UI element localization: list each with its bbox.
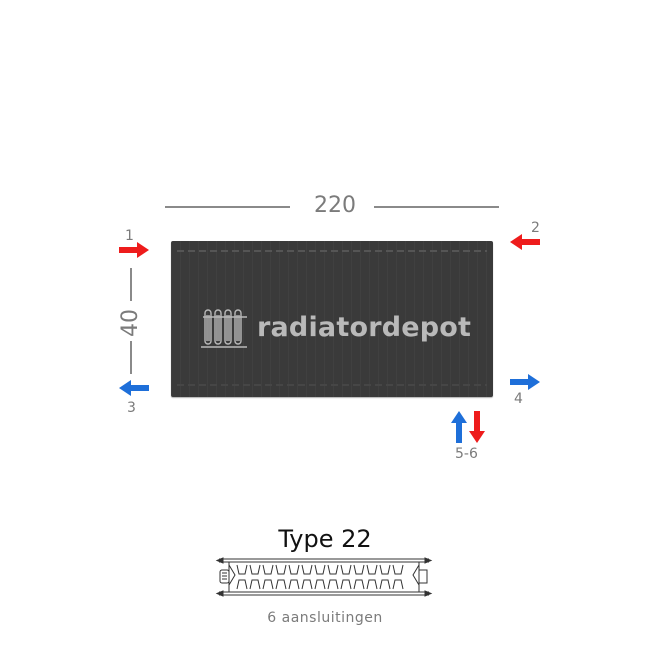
connection-4-label: 4 [514, 391, 523, 407]
radiator-top-seam [177, 250, 487, 252]
width-dimension-line-left [165, 206, 290, 208]
width-dimension-label: 220 [314, 193, 356, 218]
arrow-left-icon [119, 380, 149, 396]
connection-3-label: 3 [127, 400, 136, 416]
arrow-up-icon [451, 411, 467, 443]
height-dimension-label: 40 [118, 309, 143, 337]
arrow-right-icon [510, 374, 540, 390]
height-dimension-line-bottom [130, 341, 132, 374]
connections-count-label: 6 aansluitingen [267, 610, 383, 626]
radiator-panel [171, 241, 493, 397]
arrow-down-icon [469, 411, 485, 443]
radiator-type-22-profile-icon [215, 557, 433, 597]
arrow-left-icon [510, 234, 540, 250]
arrow-right-icon [119, 242, 149, 258]
height-dimension-line-top [130, 268, 132, 301]
radiator-type-title: Type 22 [278, 525, 372, 553]
brand-logo: radiatordepot [201, 305, 471, 349]
connection-2-label: 2 [531, 220, 540, 236]
width-dimension-line-right [374, 206, 499, 208]
brand-name: radiatordepot [257, 311, 472, 343]
radiator-logo-icon [201, 309, 247, 348]
radiator-bottom-seam [177, 384, 487, 386]
connection-5-6-label: 5-6 [455, 446, 478, 462]
connection-1-label: 1 [125, 228, 134, 244]
